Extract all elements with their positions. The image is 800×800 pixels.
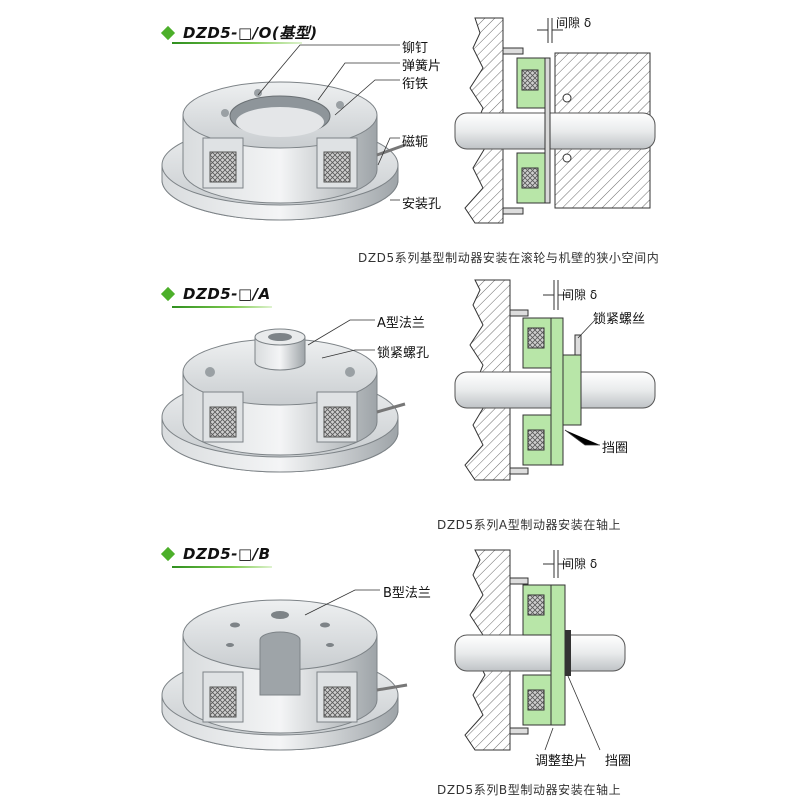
title-underline [172,42,302,44]
section-title: DZD5-□/B [160,545,271,563]
callout-retainer: 挡圈 [602,441,629,456]
title-underline [172,566,272,568]
label-armature: 衔铁 [402,77,429,92]
label-mount-hole: 安装孔 [402,197,442,212]
brake-3d-illustration [161,599,408,751]
section-title-text: DZD5-□/B [183,545,271,563]
cross-section-drawing [454,17,656,224]
section-base-type: DZD5-□/O(基型) 铆钉 弹簧片 衔铁 磁轭 安装孔 [0,0,800,270]
section-a-type: DZD5-□/A A型法兰 锁紧螺孔 [0,270,800,535]
callout-shim: 调整垫片 [535,754,588,769]
gap-label: 间隙 δ [556,16,592,30]
gap-label: 间隙 δ [562,557,598,571]
callout-retainer: 挡圈 [605,754,632,769]
label-yoke: 磁轭 [402,135,429,150]
section-title-text: DZD5-□/A [183,285,271,303]
brake-3d-illustration [161,81,406,221]
label-lock-hole: 锁紧螺孔 [377,346,430,361]
title-underline [172,306,272,308]
cross-section-drawing [454,279,656,481]
section-title: DZD5-□/O(基型) [160,22,318,43]
leader-lines [307,319,375,359]
section-caption: DZD5系列B型制动器安装在轴上 [437,783,622,797]
section-caption: DZD5系列A型制动器安装在轴上 [437,518,622,532]
leader-lines [304,589,380,616]
section-b-type: DZD5-□/B B型法兰 [0,535,800,800]
section-title: DZD5-□/A [160,285,271,303]
gap-label: 间隙 δ [562,288,598,302]
section-caption: DZD5系列基型制动器安装在滚轮与机壁的狭小空间内 [358,251,660,265]
cross-section-drawing [454,549,626,751]
label-rivet: 铆钉 [402,41,429,56]
label-spring: 弹簧片 [402,59,442,74]
label-b-flange: B型法兰 [383,586,431,601]
brake-3d-illustration [161,328,406,473]
label-a-flange: A型法兰 [377,316,425,331]
section-title-text: DZD5-□/O(基型) [183,24,318,42]
leader-lines [257,44,400,201]
callout-lock-screw: 锁紧螺丝 [593,312,646,327]
